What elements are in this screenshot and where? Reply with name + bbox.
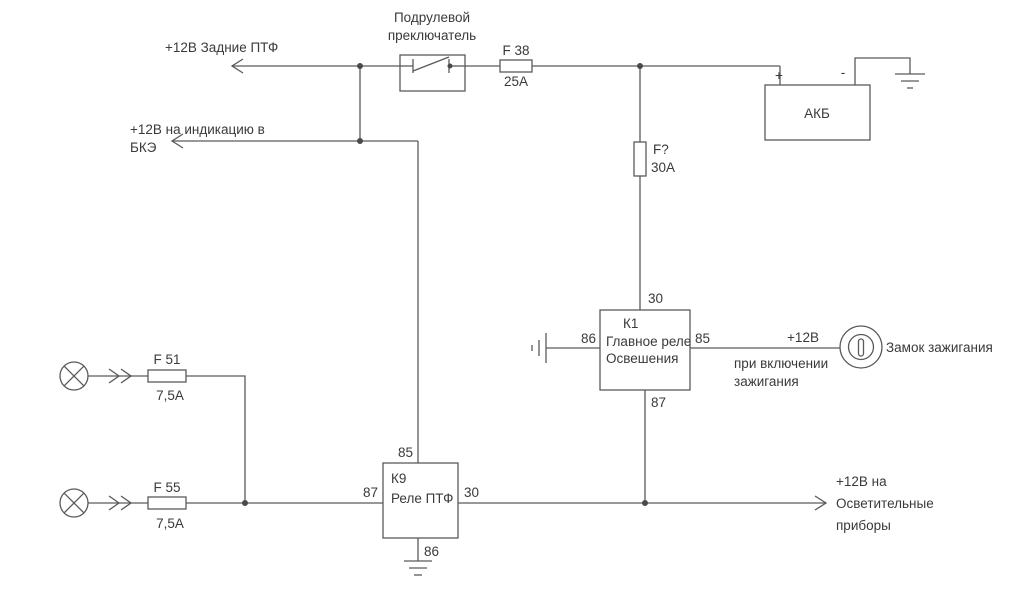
bke-output-label-line1: +12В на индикацию в xyxy=(130,122,265,137)
battery-box xyxy=(764,84,871,141)
ground-k1-86 xyxy=(531,333,547,363)
k9-pin-87: 87 xyxy=(363,485,378,500)
fuse-f51-body xyxy=(147,369,187,383)
switch-title-line2: преключатель xyxy=(388,28,476,43)
lighting-output-line3: приборы xyxy=(836,518,891,533)
switch-title-line1: Подрулевой xyxy=(394,10,470,25)
ignition-inner-circle xyxy=(847,333,875,361)
k9-name: Реле ПТФ xyxy=(391,491,453,506)
k9-id: К9 xyxy=(391,471,406,486)
k1-name-line1: Главное реле xyxy=(606,334,691,349)
fuse-f38-rating: 25А xyxy=(504,74,528,89)
junction-dot xyxy=(357,138,363,144)
fog-lamp-symbol-1 xyxy=(59,361,89,391)
ground-k9-86 xyxy=(404,560,432,576)
connector-chevrons xyxy=(108,368,133,511)
fuse-f38-name: F 38 xyxy=(502,43,529,58)
wires xyxy=(88,57,911,561)
fuse-f55-rating: 7,5А xyxy=(156,516,184,531)
relay-k9-box xyxy=(382,462,459,539)
junctions xyxy=(242,63,648,506)
relay-k1-box xyxy=(599,309,691,391)
fuse-fmain-name: F? xyxy=(653,142,669,157)
k9-pin-86: 86 xyxy=(424,544,439,559)
connector-icon xyxy=(120,368,133,384)
connector-icon xyxy=(108,495,121,511)
switch-blade xyxy=(412,56,450,72)
wire-f51-to-bus xyxy=(186,375,246,503)
switch-contact-dot xyxy=(447,63,453,69)
junction-dot xyxy=(357,63,363,69)
ignition-feed-line2: при включении xyxy=(734,356,828,371)
fuse-fmain-rating: 30А xyxy=(651,160,675,175)
k1-pin-87: 87 xyxy=(651,395,666,410)
arrow-left-bke xyxy=(170,133,184,149)
fuse-f51-rating: 7,5А xyxy=(156,388,184,403)
lamp-icon xyxy=(63,492,85,514)
fuse-f55-name: F 55 xyxy=(153,480,180,495)
ignition-switch-symbol xyxy=(839,325,883,369)
battery-minus-label: - xyxy=(841,65,846,80)
connector-icon xyxy=(108,368,121,384)
switch-box xyxy=(399,54,466,92)
bke-output-label-line2: БКЭ xyxy=(130,140,157,155)
wire-battery-minus-lead xyxy=(854,57,911,85)
arrow-right-lighting xyxy=(814,495,828,511)
k1-pin-30: 30 xyxy=(648,291,663,306)
fuse-f51-name: F 51 xyxy=(153,352,180,367)
junction-dot xyxy=(637,63,643,69)
steering-column-switch xyxy=(399,54,466,92)
ignition-key-slot xyxy=(857,338,865,357)
battery-plus-label: + xyxy=(775,68,783,83)
rear-fog-output-label: +12В Задние ПТФ xyxy=(165,40,278,55)
ignition-label: Замок зажигания xyxy=(886,340,993,355)
fuse-f55-body xyxy=(147,496,187,510)
ignition-feed-line1: +12В xyxy=(787,330,819,345)
k1-id: К1 xyxy=(623,316,638,331)
junction-dot xyxy=(642,500,648,506)
lighting-output-line2: Осветительные xyxy=(836,496,934,511)
k1-name-line2: Освешения xyxy=(606,351,678,366)
lighting-output-line1: +12В на xyxy=(836,474,887,489)
k1-pin-86: 86 xyxy=(581,331,596,346)
fuse-f38-body xyxy=(499,59,533,73)
k9-pin-30: 30 xyxy=(464,485,479,500)
arrow-left-rear-fog xyxy=(230,58,244,74)
ground-battery xyxy=(895,73,925,89)
labels: Подрулевой преключатель +12В Задние ПТФ … xyxy=(130,10,993,559)
fog-lamp-symbol-2 xyxy=(59,488,89,518)
k9-pin-85: 85 xyxy=(398,445,413,460)
connector-icon xyxy=(120,495,133,511)
junction-dot xyxy=(242,500,248,506)
battery-label: АКБ xyxy=(804,106,830,121)
k1-pin-85: 85 xyxy=(695,331,710,346)
fuse-fmain-body xyxy=(633,141,647,177)
lamp-icon xyxy=(63,365,85,387)
ignition-feed-line3: зажигания xyxy=(734,374,799,389)
